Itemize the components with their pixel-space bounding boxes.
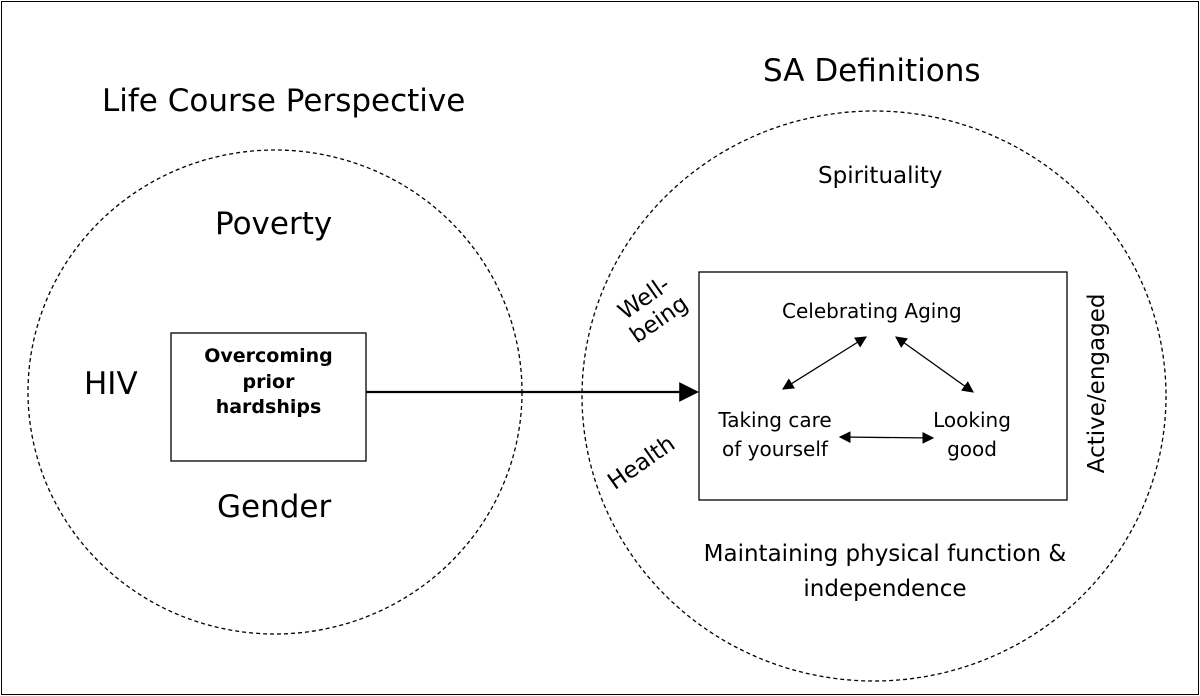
arrow-celebrating-looking-good <box>895 336 974 393</box>
taking-care-line-2: of yourself <box>722 437 828 461</box>
sa-definitions-title: SA Definitions <box>763 53 981 89</box>
spirituality-label: Spirituality <box>818 163 943 189</box>
overcoming-hardships-text: Overcoming prior hardships <box>171 344 366 421</box>
looking-good-line-1: Looking <box>933 408 1011 432</box>
gender-label: Gender <box>217 489 332 525</box>
life-course-title: Life Course Perspective <box>102 83 466 119</box>
active-engaged-label: Active/engaged <box>1083 293 1110 474</box>
box-line-1: Overcoming <box>204 345 333 367</box>
box-line-3: hardships <box>215 396 322 419</box>
maintaining-line-2: independence <box>803 575 967 602</box>
box-line-2: prior <box>242 370 295 393</box>
center-concepts-box <box>698 271 1068 501</box>
overcoming-hardships-box <box>170 332 367 462</box>
maintaining-line-1: Maintaining physical function & <box>703 541 1067 567</box>
arrow-taking-care-looking-good <box>838 431 935 444</box>
taking-care-label: Taking care of yourself <box>700 406 850 464</box>
sa-definitions-circle <box>581 110 1167 682</box>
hiv-label: HIV <box>84 366 138 402</box>
celebrating-aging-label: Celebrating Aging <box>782 299 962 323</box>
arrow-celebrating-taking-care <box>782 336 867 390</box>
taking-care-line-1: Taking care <box>718 408 832 432</box>
poverty-label: Poverty <box>215 206 333 242</box>
looking-good-label: Looking good <box>922 406 1022 464</box>
maintaining-function-label: Maintaining physical function & independ… <box>660 537 1110 606</box>
looking-good-line-2: good <box>947 437 997 461</box>
